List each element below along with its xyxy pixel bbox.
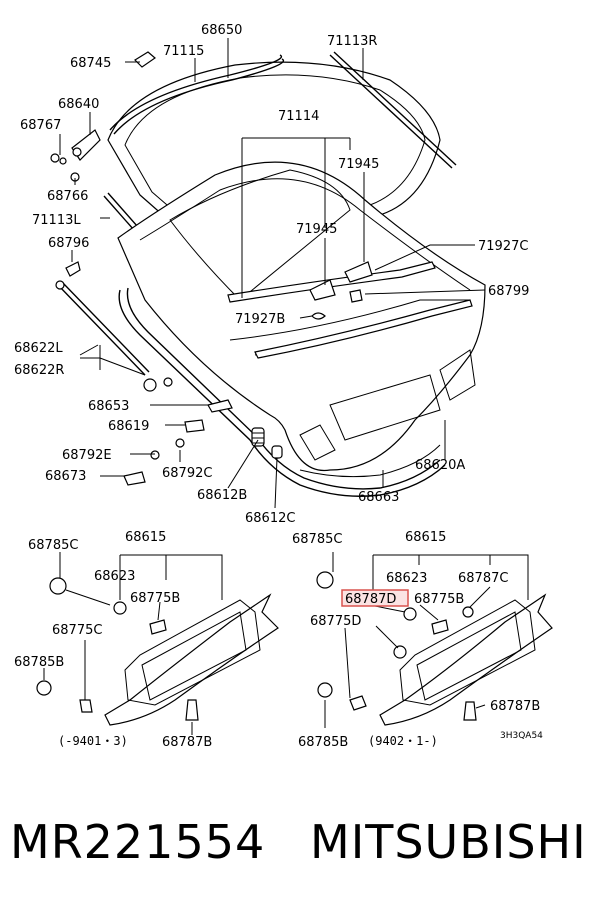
- clip-68792E: [150, 450, 160, 460]
- label-71113L: 71113L: [32, 213, 81, 228]
- label-68785B-r: 68785B: [298, 735, 348, 750]
- label-68623-r: 68623: [386, 571, 427, 586]
- license-garnish-left: [36, 552, 279, 735]
- label-68640: 68640: [58, 97, 99, 112]
- label-68619: 68619: [108, 419, 149, 434]
- label-68653: 68653: [88, 399, 129, 414]
- license-garnish-right: [316, 552, 553, 728]
- label-68775C: 68775C: [52, 623, 102, 638]
- clip-68745: [134, 51, 156, 68]
- label-68787C-r: 68787C: [458, 571, 508, 586]
- emblem-68653: [207, 399, 233, 413]
- footer: MR221554 MITSUBISHI: [0, 805, 600, 905]
- label-71945-b: 71945: [296, 222, 337, 237]
- clip-68792C: [175, 438, 185, 448]
- date-range-left: (-9401・3): [58, 734, 128, 748]
- label-68785C-r: 68785C: [292, 532, 342, 547]
- label-68792E: 68792E: [62, 448, 112, 463]
- label-68620A: 68620A: [415, 458, 465, 473]
- label-68766: 68766: [47, 189, 88, 204]
- molding-68650: [109, 54, 285, 135]
- label-71927B: 71927B: [235, 312, 285, 327]
- label-71945-a: 71945: [338, 157, 379, 172]
- diagram-code: 3H3QA54: [500, 731, 543, 741]
- weatherstrip-71113R: [329, 51, 457, 169]
- label-71114: 71114: [278, 109, 319, 124]
- parts-diagram: 68650 71115 68745 71113R 68640 68767 711…: [14, 23, 553, 750]
- label-68622R: 68622R: [14, 363, 64, 378]
- label-68799: 68799: [488, 284, 529, 299]
- label-68796: 68796: [48, 236, 89, 251]
- spoiler-strip: [227, 261, 473, 359]
- hinge-68640: [71, 129, 101, 161]
- label-71113R: 71113R: [327, 34, 377, 49]
- label-68767: 68767: [20, 118, 61, 133]
- label-68787B-r: 68787B: [490, 699, 540, 714]
- tailgate-body: [117, 161, 486, 478]
- date-range-right: (9402・1-): [368, 734, 438, 748]
- label-68785C: 68785C: [28, 538, 78, 553]
- label-68673: 68673: [45, 469, 86, 484]
- gas-strut-68622: [55, 280, 173, 392]
- bolt-68767: [50, 153, 67, 165]
- label-68615-r: 68615: [405, 530, 446, 545]
- labels-left-panel: 68785C 68615 68623 68775B 68775C 68785B …: [14, 530, 212, 750]
- label-68622L: 68622L: [14, 341, 63, 356]
- label-68650: 68650: [201, 23, 242, 38]
- garnish-68663: [118, 287, 446, 497]
- label-68745: 68745: [70, 56, 111, 71]
- label-68787B: 68787B: [162, 735, 212, 750]
- clip-71945: [309, 261, 373, 301]
- label-68787D-r: 68787D: [345, 592, 396, 607]
- clip-68799: [349, 289, 363, 303]
- label-68663: 68663: [358, 490, 399, 505]
- label-68775B: 68775B: [130, 591, 180, 606]
- label-71927C: 71927C: [478, 239, 528, 254]
- bumper-68619: [184, 419, 205, 433]
- bumper-68612B: [251, 427, 265, 447]
- part-number: MR221554: [10, 815, 266, 869]
- label-71115: 71115: [163, 44, 204, 59]
- leaders-top: [59, 38, 486, 509]
- bumper-68612C: [271, 445, 283, 459]
- label-68785B: 68785B: [14, 655, 64, 670]
- label-68615: 68615: [125, 530, 166, 545]
- label-68623: 68623: [94, 569, 135, 584]
- label-68775D-r: 68775D: [310, 614, 361, 629]
- label-68792C: 68792C: [162, 466, 212, 481]
- bracket-68673: [123, 471, 146, 486]
- label-68775B-r: 68775B: [414, 592, 464, 607]
- brand-name: MITSUBISHI: [310, 815, 587, 869]
- stud-68796: [65, 261, 81, 277]
- clip-71927B: [311, 312, 326, 320]
- labels-right-panel: 68785C 68615 68623 68787C 68787D 68775B …: [292, 530, 543, 750]
- labels-top: 68650 71115 68745 71113R 68640 68767 711…: [14, 23, 529, 526]
- highlight-68787D: [341, 589, 409, 607]
- label-68612C: 68612C: [245, 511, 295, 526]
- label-68612B: 68612B: [197, 488, 247, 503]
